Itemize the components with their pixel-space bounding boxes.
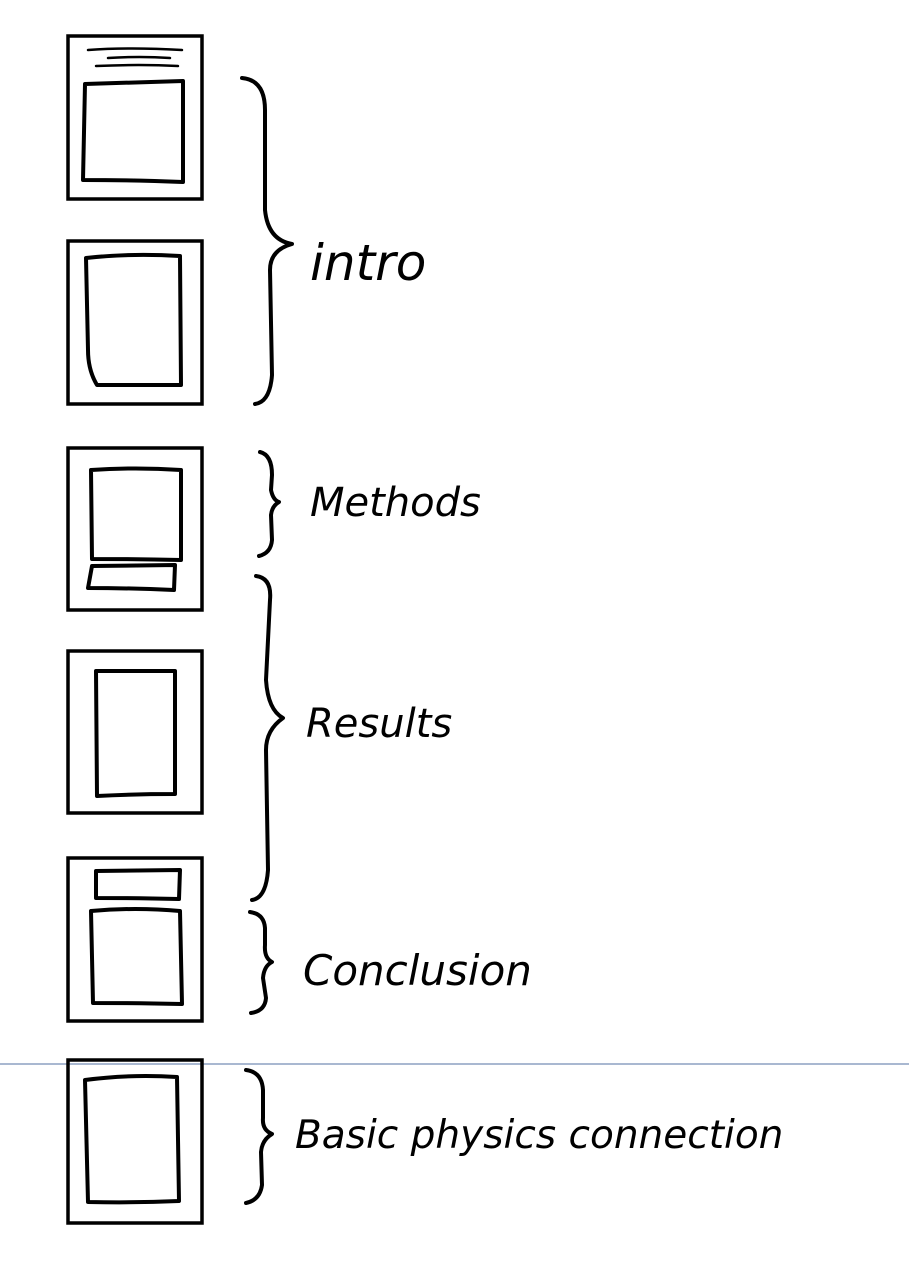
- brace-conclusion: [248, 910, 274, 1015]
- content-box: [89, 466, 183, 562]
- title-line: [86, 47, 184, 52]
- slide-panel-2: [66, 239, 204, 406]
- brace-methods: [257, 450, 281, 558]
- label-results: Results: [306, 701, 452, 747]
- header-bar: [94, 868, 182, 901]
- content-box: [83, 1074, 181, 1205]
- slide-panel-3: [66, 446, 204, 612]
- slide-frame: [66, 239, 204, 406]
- brace-results: [250, 574, 285, 902]
- label-basic-physics: Basic physics connection: [295, 1113, 783, 1158]
- title-line: [94, 63, 180, 68]
- caption-bar: [86, 563, 177, 592]
- title-line: [106, 55, 172, 60]
- slide-frame: [66, 649, 204, 815]
- slide-panel-5: [66, 856, 204, 1023]
- label-intro: intro: [310, 234, 426, 292]
- slide-frame: [66, 34, 204, 201]
- content-box: [84, 252, 183, 388]
- slide-panel-6: [66, 1058, 204, 1225]
- brace-basic-physics: [244, 1068, 274, 1205]
- content-box: [94, 669, 177, 798]
- slide-panel-4: [66, 649, 204, 815]
- slide-frame: [66, 856, 204, 1023]
- label-conclusion: Conclusion: [303, 946, 532, 995]
- content-box: [81, 79, 185, 184]
- brace-intro: [240, 76, 294, 406]
- label-methods: Methods: [310, 480, 481, 526]
- slide-frame: [66, 446, 204, 612]
- slide-frame: [66, 1058, 204, 1225]
- slide-panel-1: [66, 34, 204, 201]
- content-box: [89, 907, 184, 1006]
